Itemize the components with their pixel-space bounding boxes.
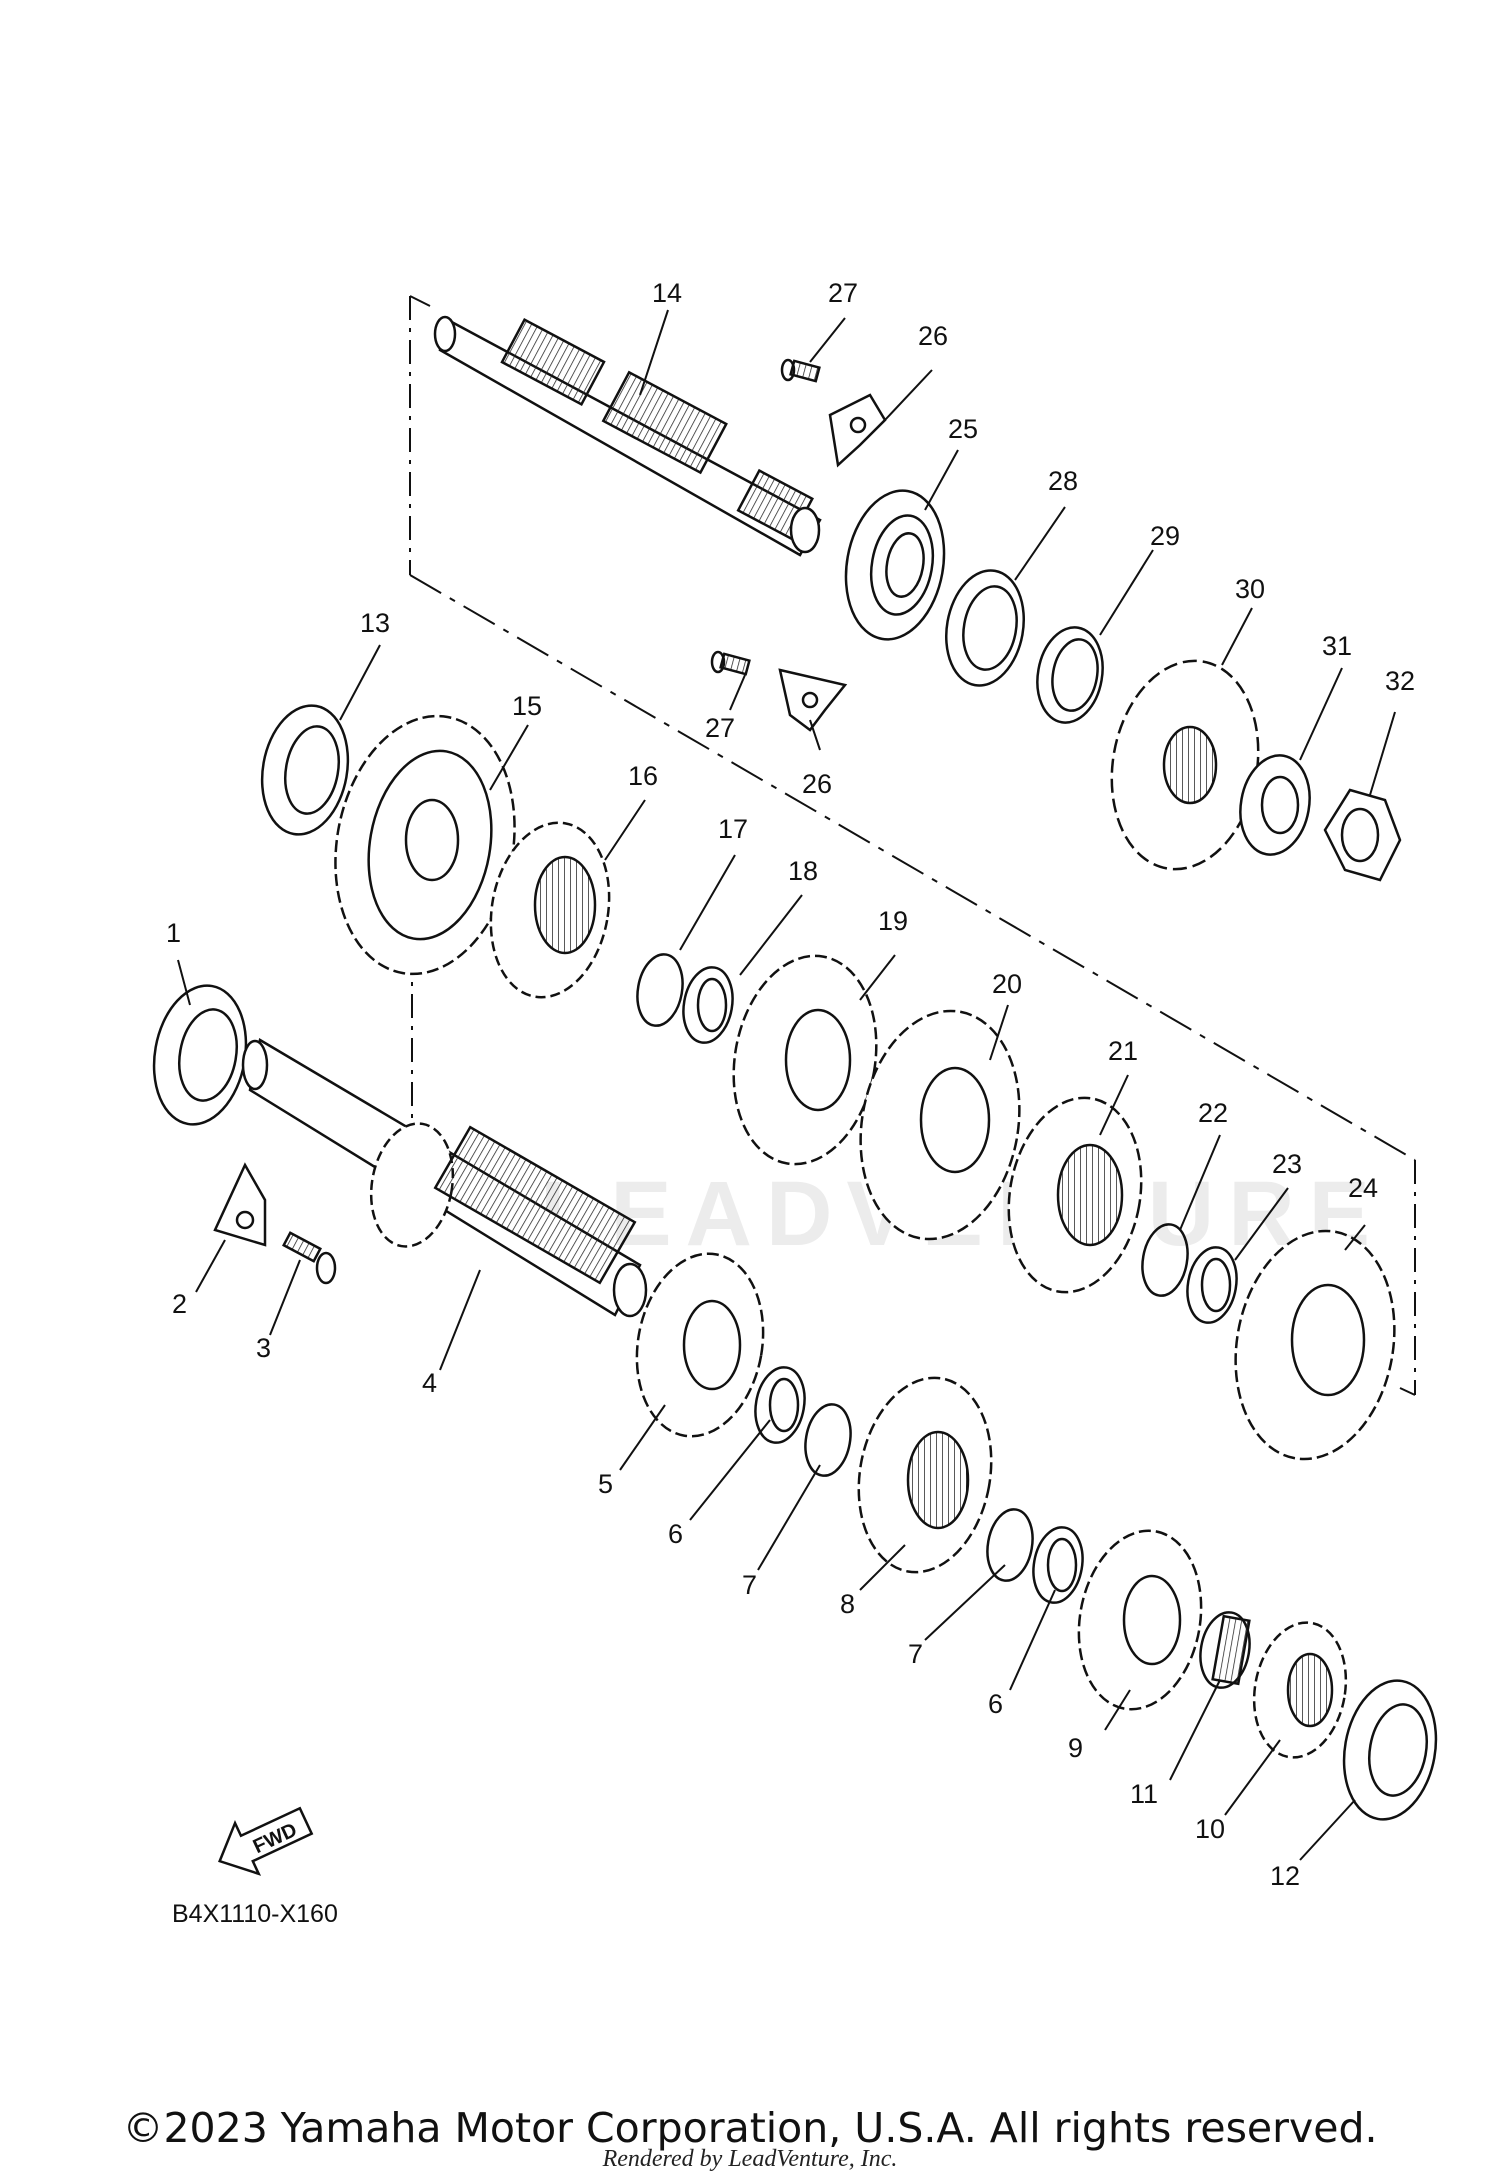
sprocket-30 [1110, 659, 1260, 871]
part-label: 3 [256, 1333, 271, 1363]
part-label: 17 [718, 814, 748, 844]
bolt-27-upper [780, 358, 821, 383]
part-label: 8 [840, 1589, 855, 1619]
stopper-2 [213, 1162, 267, 1247]
washer-23 [1186, 1246, 1238, 1324]
part-label: 32 [1385, 666, 1415, 696]
part-label: 13 [360, 608, 390, 638]
part-label: 28 [1048, 466, 1078, 496]
part-label: 31 [1322, 631, 1352, 661]
gear-5 [635, 1252, 765, 1438]
washer-6-lower [1032, 1526, 1084, 1604]
part-label: 1 [166, 918, 181, 948]
copyright-notice: ©2023 Yamaha Motor Corporation, U.S.A. A… [122, 2104, 1378, 2152]
gear-10 [1252, 1621, 1348, 1759]
part-labels: 14 27 26 25 28 29 30 31 32 13 27 26 15 1… [166, 278, 1415, 1891]
gear-24 [1234, 1229, 1396, 1461]
bolt-27-lower [710, 650, 751, 676]
gear-16 [489, 821, 611, 999]
part-label: 4 [422, 1368, 437, 1398]
bearing-11 [1199, 1611, 1251, 1689]
gear-9 [1077, 1529, 1203, 1711]
part-label: 14 [652, 278, 682, 308]
circlip-7-lower [986, 1508, 1034, 1582]
gear-20 [859, 1009, 1021, 1241]
stopper-26-upper [828, 393, 887, 468]
part-label: 26 [802, 769, 832, 799]
bearing-12 [1342, 1679, 1438, 1821]
part-label: 5 [598, 1469, 613, 1499]
gear-8 [857, 1376, 993, 1574]
washer-18 [682, 966, 734, 1044]
nut-32 [1323, 788, 1402, 882]
stopper-26-lower [778, 668, 848, 732]
bearing-13 [260, 704, 350, 836]
part-label: 22 [1198, 1098, 1228, 1128]
part-label: 7 [908, 1639, 923, 1669]
circlip-22 [1141, 1223, 1189, 1297]
oil-seal-28 [944, 569, 1026, 687]
part-label: 18 [788, 856, 818, 886]
lock-washer-31 [1239, 754, 1311, 856]
leader-lines [177, 309, 1396, 1861]
part-label: 2 [172, 1289, 187, 1319]
part-label: 29 [1150, 521, 1180, 551]
part-label: 30 [1235, 574, 1265, 604]
part-label: 21 [1108, 1036, 1138, 1066]
collar-29 [1036, 626, 1104, 724]
drive-axle [241, 1038, 648, 1318]
bearing-1 [152, 984, 248, 1126]
fwd-arrow-icon: FWD [218, 1806, 314, 1876]
part-label: 24 [1348, 1173, 1378, 1203]
gear-19 [732, 954, 878, 1166]
part-label: 12 [1270, 1861, 1300, 1891]
part-label: 27 [828, 278, 858, 308]
part-label: 27 [705, 713, 735, 743]
part-label: 6 [668, 1519, 683, 1549]
circlip-17 [636, 953, 684, 1027]
group-bracket [409, 295, 1416, 1396]
part-label: 10 [1195, 1814, 1225, 1844]
circlip-7-upper [804, 1403, 852, 1477]
part-label: 6 [988, 1689, 1003, 1719]
diagram-ref-code: B4X1110-X160 [172, 1900, 338, 1928]
part-label: 16 [628, 761, 658, 791]
part-label: 11 [1130, 1779, 1158, 1809]
part-label: 19 [878, 906, 908, 936]
part-label: 26 [918, 321, 948, 351]
part-label: 20 [992, 969, 1022, 999]
part-label: 15 [512, 691, 542, 721]
part-label: 7 [742, 1570, 757, 1600]
gear-15 [334, 714, 516, 976]
gear-21 [1007, 1096, 1143, 1294]
part-label: 25 [948, 414, 978, 444]
rendered-by-credit: Rendered by LeadVenture, Inc. [602, 2146, 898, 2172]
bearing-25 [844, 489, 946, 641]
part-label: 23 [1272, 1149, 1302, 1179]
bolt-3 [282, 1231, 337, 1285]
main-axle [433, 315, 822, 557]
part-label: 9 [1068, 1733, 1083, 1763]
